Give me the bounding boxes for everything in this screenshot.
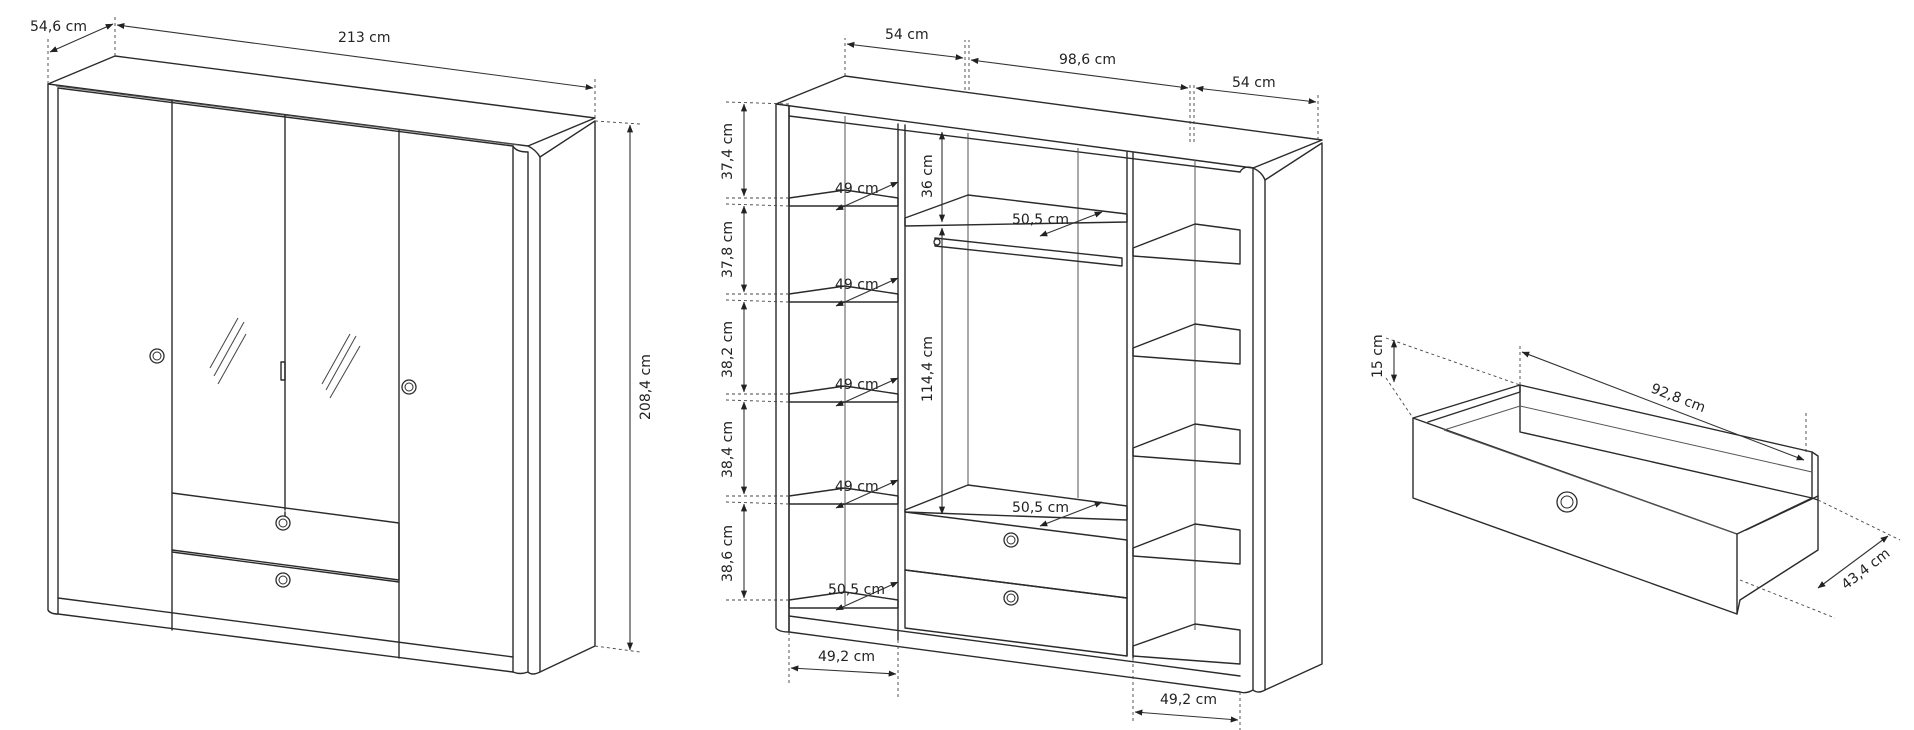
label-left-shelf-depth-4: 49 cm	[835, 479, 879, 495]
dim-line-right-inner-width	[1134, 709, 1239, 723]
drawer-knob-top	[275, 515, 291, 531]
label-right-section-width: 54 cm	[1232, 75, 1276, 91]
dim-line-middle-shelf-depth-bottom	[1039, 501, 1103, 527]
closed-front-body	[47, 83, 59, 615]
label-height: 208,4 cm	[638, 354, 654, 420]
open-right-side	[1239, 166, 1254, 694]
closed-top-slab	[47, 55, 596, 147]
label-left-section-width: 54 cm	[885, 27, 929, 43]
closed-drawer-top	[171, 492, 400, 581]
closed-wardrobe-view: 54,6 cm 213 cm 208,4 cm	[30, 16, 654, 675]
mirror-marks-right	[321, 333, 361, 399]
drawer-front-panel	[1412, 417, 1738, 615]
label-shelf-gap-3: 38,2 cm	[720, 321, 736, 378]
label-drawer-width: 92,8 cm	[1649, 381, 1708, 416]
dim-line-right-section	[1195, 85, 1317, 105]
label-middle-section-width: 98,6 cm	[1059, 52, 1116, 68]
label-shelf-gap-2: 37,8 cm	[720, 221, 736, 278]
drawer-knob	[1556, 491, 1578, 513]
drawer-knob-bottom	[275, 572, 291, 588]
right-shelves	[1132, 223, 1241, 665]
label-middle-top-height: 36 cm	[920, 154, 936, 198]
hanging-rail	[934, 237, 1123, 267]
open-drawer-bottom	[904, 569, 1128, 657]
label-shelf-gap-4: 38,4 cm	[720, 421, 736, 478]
drawer-left-side	[1412, 384, 1521, 423]
label-shelf-gap-1: 37,4 cm	[720, 123, 736, 180]
label-depth: 54,6 cm	[30, 19, 87, 35]
label-width: 213 cm	[338, 30, 391, 46]
drawer-view: 15 cm 92,8 cm 43,4 cm	[1370, 334, 1901, 619]
open-wardrobe-view: 54 cm 98,6 cm 54 cm 37,4 cm 37,8 cm 38,2…	[720, 27, 1323, 730]
label-left-inner-width: 49,2 cm	[818, 649, 875, 665]
label-middle-shelf-depth-bottom: 50,5 cm	[1012, 500, 1069, 516]
mirror-marks-left	[209, 317, 247, 385]
label-drawer-height: 15 cm	[1370, 334, 1386, 378]
door-knob-left	[149, 348, 165, 364]
open-top-slab	[775, 75, 1323, 169]
dim-line-left-inner-width	[790, 665, 897, 677]
open-drawer-knob-top	[1003, 532, 1019, 548]
shelf-gap-dims	[725, 101, 790, 601]
open-drawer-knob-bottom	[1003, 590, 1019, 606]
label-middle-shelf-depth-top: 50,5 cm	[1012, 212, 1069, 228]
middle-top-shelf	[904, 194, 1128, 227]
door-knob-right	[401, 379, 417, 395]
dim-line-drawer-width	[1521, 351, 1805, 461]
label-left-shelf-depth-2: 49 cm	[835, 277, 879, 293]
left-shelves	[788, 189, 899, 609]
label-shelf-gap-5: 38,6 cm	[720, 525, 736, 582]
closed-right-side	[512, 145, 529, 675]
label-left-shelf-depth-1: 49 cm	[835, 181, 879, 197]
open-left-side	[775, 103, 790, 633]
closed-drawer-bottom	[171, 551, 400, 583]
dim-line-drawer-depth	[1817, 535, 1889, 589]
dim-line-left-section	[846, 41, 964, 61]
dim-line-depth	[49, 23, 114, 53]
label-left-shelf-depth-3: 49 cm	[835, 377, 879, 393]
label-hanging-height: 114,4 cm	[920, 336, 936, 402]
dim-line-width	[116, 22, 594, 91]
label-left-shelf-depth-5: 50,5 cm	[828, 582, 885, 598]
dim-line-middle-shelf-depth-top	[1039, 211, 1103, 237]
open-drawer-top	[904, 511, 1128, 599]
dim-line-middle-section	[970, 57, 1189, 91]
label-right-inner-width: 49,2 cm	[1160, 692, 1217, 708]
left-shelf-depth-dims	[835, 181, 899, 611]
